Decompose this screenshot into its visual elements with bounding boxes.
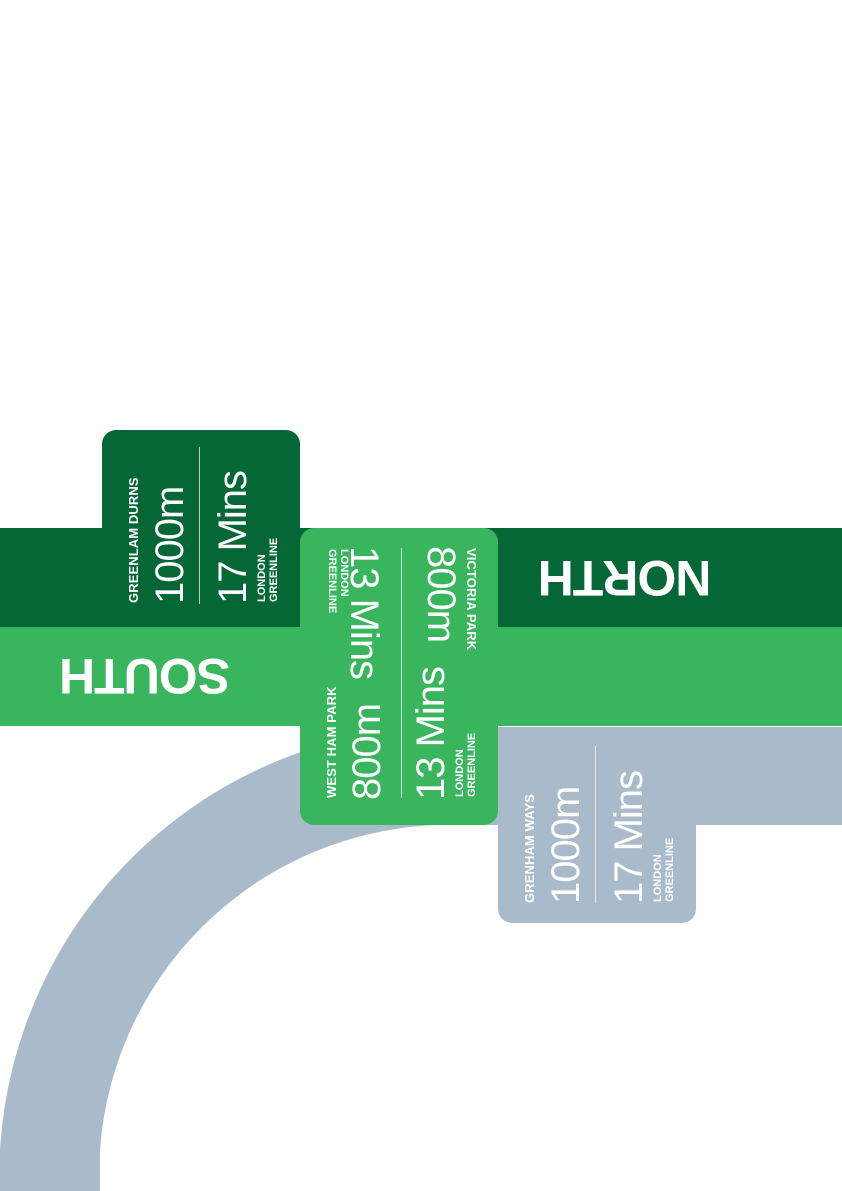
victoria-park-route-1: LONDON <box>338 549 350 597</box>
grey-route-curve <box>0 726 842 1191</box>
victoria-park-distance: 800m <box>419 546 463 643</box>
north-label-wrap: NORTH <box>530 548 720 608</box>
north-label: NORTH <box>538 550 712 606</box>
greenlam-durns-distance: 1000m <box>148 486 192 604</box>
center-green-panel <box>300 528 498 825</box>
greenlam-durns-time: 17 Mins <box>211 470 255 604</box>
grenham-ways-divider <box>595 746 596 903</box>
grenham-ways-route-2: GREENLINE <box>664 837 676 902</box>
grenham-ways-distance: 1000m <box>544 786 588 904</box>
victoria-park-time: 13 Mins <box>342 546 386 680</box>
greenlam-durns-panel <box>102 430 300 626</box>
greenlam-durns-divider <box>199 447 200 604</box>
south-label-wrap: SOUTH <box>50 646 240 706</box>
grenham-ways-panel <box>498 727 696 923</box>
greenlam-durns-name: GREENLAM DURNS <box>126 477 141 603</box>
west-ham-park-time: 13 Mins <box>409 666 453 800</box>
grenham-ways-route-1: LONDON <box>652 854 664 902</box>
grenham-ways-name: GRENHAM WAYS <box>522 793 537 903</box>
greenlam-durns-route-1: LONDON <box>256 554 268 602</box>
south-label: SOUTH <box>60 648 230 704</box>
victoria-park-route-2: GREENLINE <box>326 549 338 614</box>
west-ham-park-route-2: GREENLINE <box>466 732 478 797</box>
west-ham-park-distance: 800m <box>345 703 389 800</box>
greenlam-durns-route-2: GREENLINE <box>268 537 280 602</box>
grenham-ways-time: 17 Mins <box>607 770 651 904</box>
victoria-park-name: VICTORIA PARK <box>464 548 479 651</box>
west-ham-park-name: WEST HAM PARK <box>324 686 339 798</box>
west-ham-park-route-1: LONDON <box>454 749 466 797</box>
center-panel-divider-vertical <box>401 548 402 798</box>
